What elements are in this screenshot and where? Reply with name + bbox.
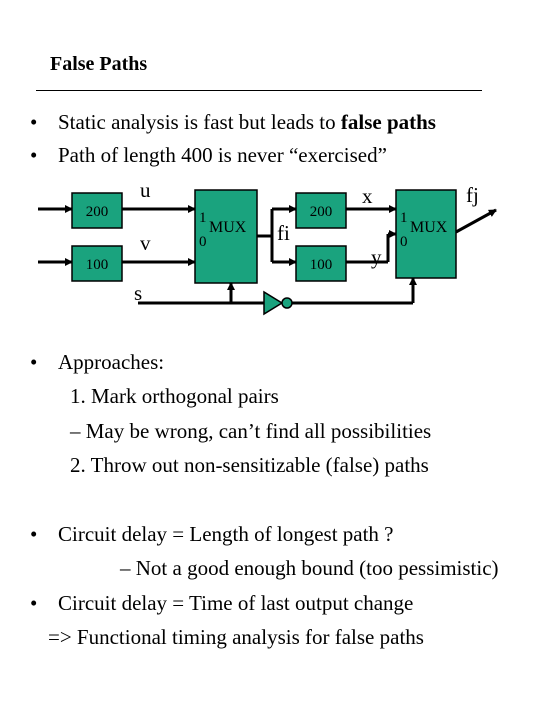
delay-label: 200 <box>310 204 333 220</box>
bullet-marker: • <box>30 522 38 546</box>
bullet-emphasis: false paths <box>340 110 436 134</box>
inverter-bubble <box>281 297 293 309</box>
signal-v: v <box>140 231 151 255</box>
approach-item: 1. Mark orthogonal pairs <box>70 384 279 408</box>
delay-conclusion: => Functional timing analysis for false … <box>48 625 424 649</box>
mux-1-in0: 0 <box>199 234 207 250</box>
bullet-marker: • <box>30 350 38 374</box>
approaches-heading: Approaches: <box>58 350 165 374</box>
delay-block-200-a <box>71 192 123 229</box>
delay-subline: – Not a good enough bound (too pessimist… <box>120 556 499 580</box>
signal-s: s <box>134 281 142 305</box>
signal-fi: fi <box>277 221 290 245</box>
delay-block-100-b <box>295 245 347 282</box>
mux-1-in1: 1 <box>199 210 207 226</box>
delay-line: Circuit delay = Time of last output chan… <box>58 591 414 615</box>
delay-block-200-b <box>295 192 347 229</box>
mux-1 <box>194 189 258 284</box>
signal-x: x <box>362 184 373 208</box>
approach-item: 2. Throw out non-sensitizable (false) pa… <box>70 453 429 477</box>
bullet-static-analysis: Static analysis is fast but leads to fal… <box>58 110 436 135</box>
title-rule <box>36 90 482 91</box>
signal-fj: fj <box>466 183 479 207</box>
slide-title: False Paths <box>50 53 148 75</box>
bullet-marker: • <box>30 143 38 167</box>
mux-2 <box>395 189 457 279</box>
bullet-marker: • <box>30 110 38 134</box>
signal-y: y <box>371 245 382 269</box>
bullet-path-length: Path of length 400 is never “exercised” <box>58 143 387 167</box>
approach-item: – May be wrong, can’t find all possibili… <box>70 419 432 443</box>
mux-1-label: MUX <box>209 219 247 236</box>
delay-label: 200 <box>86 204 109 220</box>
inverter <box>263 290 284 316</box>
delay-line: Circuit delay = Length of longest path ? <box>58 522 394 546</box>
mux-2-label: MUX <box>410 219 448 236</box>
mux-2-in0: 0 <box>400 234 408 250</box>
signal-u: u <box>140 178 151 202</box>
bullet-text: Static analysis is fast but leads to <box>58 110 341 134</box>
delay-label: 100 <box>86 257 109 273</box>
wire-fj <box>455 208 497 234</box>
delay-label: 100 <box>310 257 333 273</box>
bullet-marker: • <box>30 591 38 615</box>
mux-2-in1: 1 <box>400 210 408 226</box>
